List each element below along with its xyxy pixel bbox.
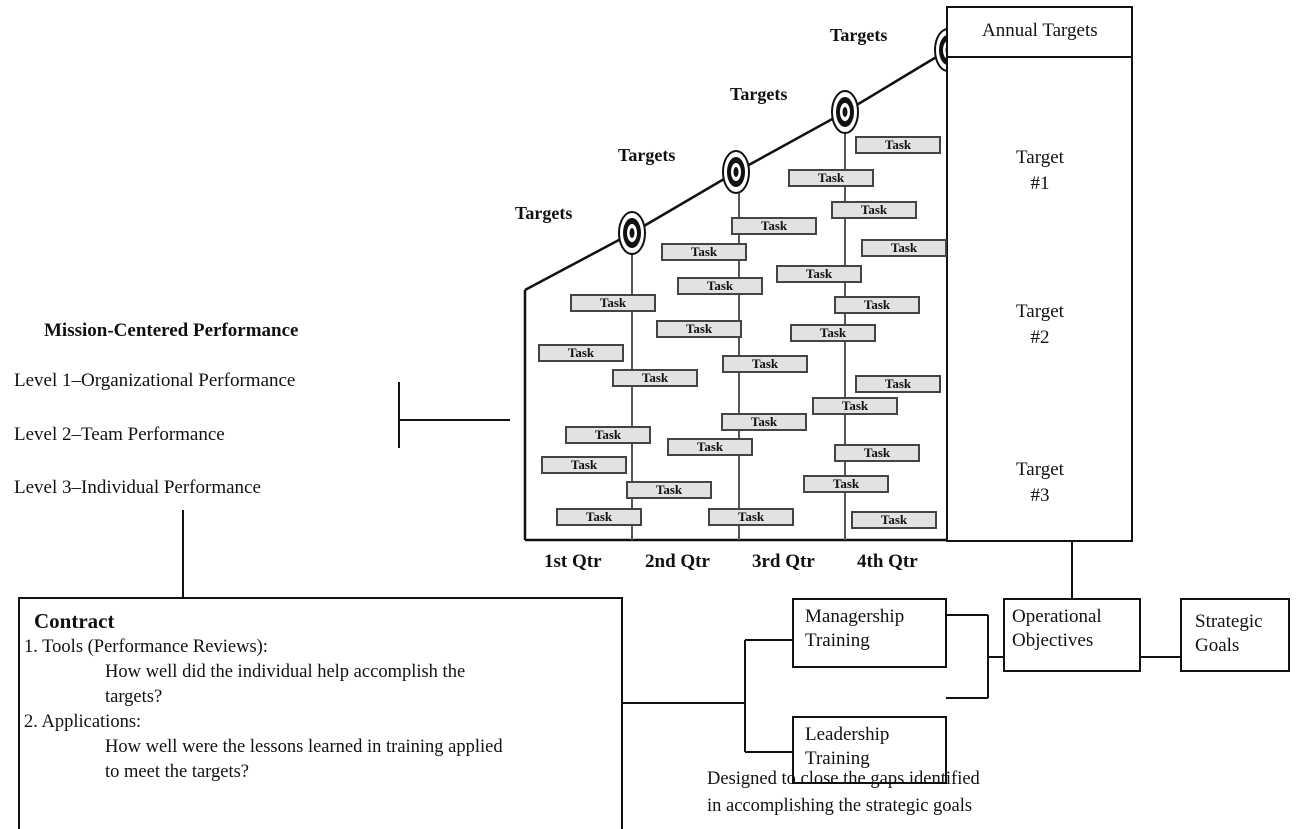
targets-label-q1: Targets	[515, 203, 573, 223]
contract-box	[18, 597, 623, 829]
task-box: Task	[667, 438, 753, 456]
task-box: Task	[834, 296, 920, 314]
caption-line-2: in accomplishing the strategic goals	[707, 796, 973, 816]
operational-objectives-box	[1003, 598, 1141, 672]
annual-target-1: Target #1	[1016, 147, 1064, 194]
task-box: Task	[708, 508, 794, 526]
level-2-label: Level 2–Team Performance	[14, 424, 225, 445]
annual-target-2: Target #2	[1016, 301, 1064, 348]
task-box: Task	[803, 475, 889, 493]
task-box: Task	[661, 243, 747, 261]
task-box: Task	[788, 169, 874, 187]
target-icon	[618, 211, 646, 255]
task-box: Task	[556, 508, 642, 526]
contract-item-1-question: How well did the individual help accompl…	[105, 662, 466, 682]
targets-label-q3: Targets	[730, 84, 788, 104]
managership-training-label: Managership Training	[805, 606, 905, 651]
caption-line-1: Designed to close the gaps identified	[707, 769, 980, 789]
task-box: Task	[790, 324, 876, 342]
task-box: Task	[812, 397, 898, 415]
targets-label-q2: Targets	[618, 145, 676, 165]
task-box: Task	[626, 481, 712, 499]
task-box: Task	[538, 344, 624, 362]
task-box: Task	[855, 375, 941, 393]
task-box: Task	[612, 369, 698, 387]
task-box: Task	[831, 201, 917, 219]
strategic-goals-box	[1180, 598, 1290, 672]
contract-item-1-question-cont: targets?	[105, 687, 163, 707]
task-box: Task	[855, 136, 941, 154]
operational-objectives-label: Operational Objectives	[1012, 606, 1102, 651]
annual-targets-header	[946, 6, 1133, 58]
quarter-label-4: 4th Qtr	[857, 551, 918, 572]
target-icon	[722, 150, 750, 194]
contract-item-1: 1. Tools (Performance Reviews):	[24, 637, 268, 657]
task-box: Task	[776, 265, 862, 283]
level-1-label: Level 1–Organizational Performance	[14, 370, 296, 391]
contract-title: Contract	[34, 609, 115, 633]
contract-item-2-question-cont: to meet the targets?	[105, 762, 250, 782]
task-box: Task	[851, 511, 937, 529]
targets-label-q4: Targets	[830, 25, 888, 45]
annual-targets-title: Annual Targets	[982, 20, 1098, 41]
quarter-label-1: 1st Qtr	[544, 551, 602, 572]
task-box: Task	[721, 413, 807, 431]
annual-targets-panel	[946, 6, 1133, 542]
task-box: Task	[677, 277, 763, 295]
quarter-label-3: 3rd Qtr	[752, 551, 815, 572]
task-box: Task	[834, 444, 920, 462]
quarter-label-2: 2nd Qtr	[645, 551, 710, 572]
task-box: Task	[565, 426, 651, 444]
task-box: Task	[570, 294, 656, 312]
managership-training-box	[792, 598, 947, 668]
task-box: Task	[656, 320, 742, 338]
leadership-training-box	[792, 716, 947, 784]
mission-title: Mission-Centered Performance	[44, 320, 299, 341]
target-icon	[831, 90, 859, 134]
leadership-training-label: Leadership Training	[805, 724, 890, 769]
task-box: Task	[722, 355, 808, 373]
task-box: Task	[861, 239, 947, 257]
contract-item-2-question: How well were the lessons learned in tra…	[105, 737, 503, 757]
level-3-label: Level 3–Individual Performance	[14, 477, 261, 498]
strategic-goals-label: Strategic Goals	[1195, 611, 1263, 656]
task-box: Task	[731, 217, 817, 235]
annual-target-3: Target #3	[1016, 459, 1064, 506]
task-box: Task	[541, 456, 627, 474]
contract-item-2: 2. Applications:	[24, 712, 142, 732]
